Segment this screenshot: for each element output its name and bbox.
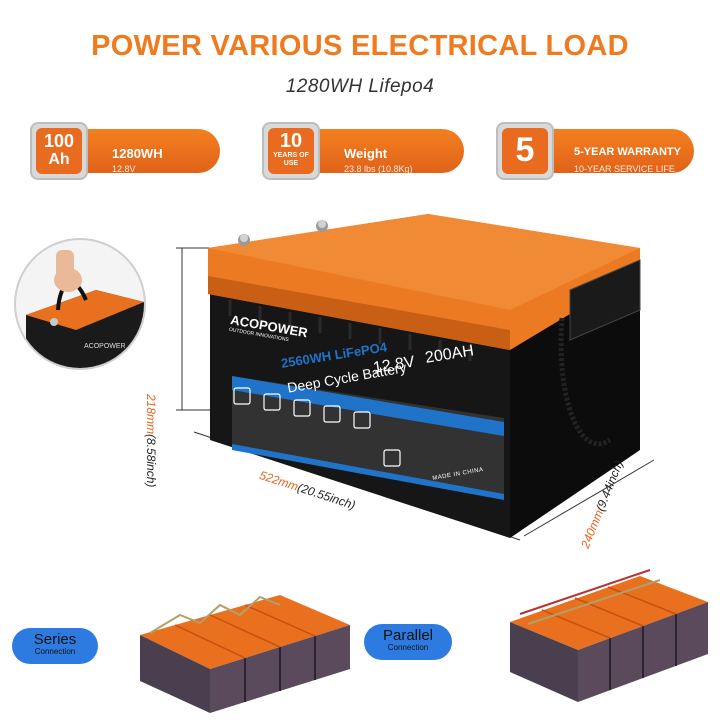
- badge-pill: [526, 129, 694, 173]
- badge-tile-number: 10: [279, 130, 303, 152]
- page-subtitle: 1280WH Lifepo4: [285, 76, 435, 97]
- badge-tile-face: 5: [502, 128, 548, 174]
- badge-name: 1280WH: [112, 146, 163, 161]
- badge-tile-face: 100 Ah: [36, 128, 82, 174]
- badge-name: 5-YEAR WARRANTY: [574, 146, 681, 158]
- parallel-connection-diagram: [510, 569, 708, 702]
- parallel-label-title: Parallel: [382, 627, 434, 644]
- badge-tile-face: 10 YEARS OF USE: [268, 128, 314, 174]
- page-title: POWER VARIOUS ELECTRICAL LOAD: [91, 30, 629, 62]
- parallel-label-sub: Connection: [387, 643, 429, 652]
- warranty-badge: 5 5-YEAR WARRANTY 10-YEAR SERVICE LIFE: [496, 122, 696, 180]
- svg-text:ACOPOWER: ACOPOWER: [84, 343, 126, 350]
- badge-sub: 12.8V: [112, 164, 136, 174]
- battery-front: [210, 292, 510, 538]
- badge-sub: 10-YEAR SERVICE LIFE: [574, 164, 675, 174]
- badge-name: Weight: [344, 146, 388, 161]
- series-connection-diagram: [140, 595, 350, 713]
- badge-tile: 10 YEARS OF USE: [262, 122, 320, 180]
- badge-tile-unit: Ah: [48, 151, 70, 168]
- height-inch: (8.58inch): [144, 434, 158, 488]
- badge-tile-number: 5: [515, 131, 535, 169]
- battery-illustration: [176, 214, 655, 541]
- badge-tile-unit: YEARS OF USE: [273, 152, 309, 167]
- badge-pill: [292, 129, 464, 173]
- parallel-connection-label: Parallel Connection: [364, 624, 452, 660]
- series-label-title: Series: [33, 631, 77, 648]
- height-mm: 218mm: [144, 394, 158, 435]
- carry-handle-inset: ACOPOWER: [14, 238, 146, 370]
- battery-side: [510, 270, 640, 538]
- badge-sub: 23.8 lbs (10.8Kg): [344, 164, 413, 174]
- badge-tile: 100 Ah: [30, 122, 88, 180]
- badge-tile: 5: [496, 122, 554, 180]
- carry-handle-photo: ACOPOWER: [26, 250, 144, 368]
- series-connection-label: Series Connection: [12, 628, 98, 664]
- badge-tile-number: 100: [43, 131, 75, 151]
- capacity-badge: 100 Ah 1280WH 12.8V: [30, 122, 220, 180]
- height-dimension: 218mm(8.58inch): [144, 394, 158, 487]
- series-label-sub: Connection: [34, 647, 76, 656]
- weight-badge: 10 YEARS OF USE Weight 23.8 lbs (10.8Kg): [262, 122, 467, 180]
